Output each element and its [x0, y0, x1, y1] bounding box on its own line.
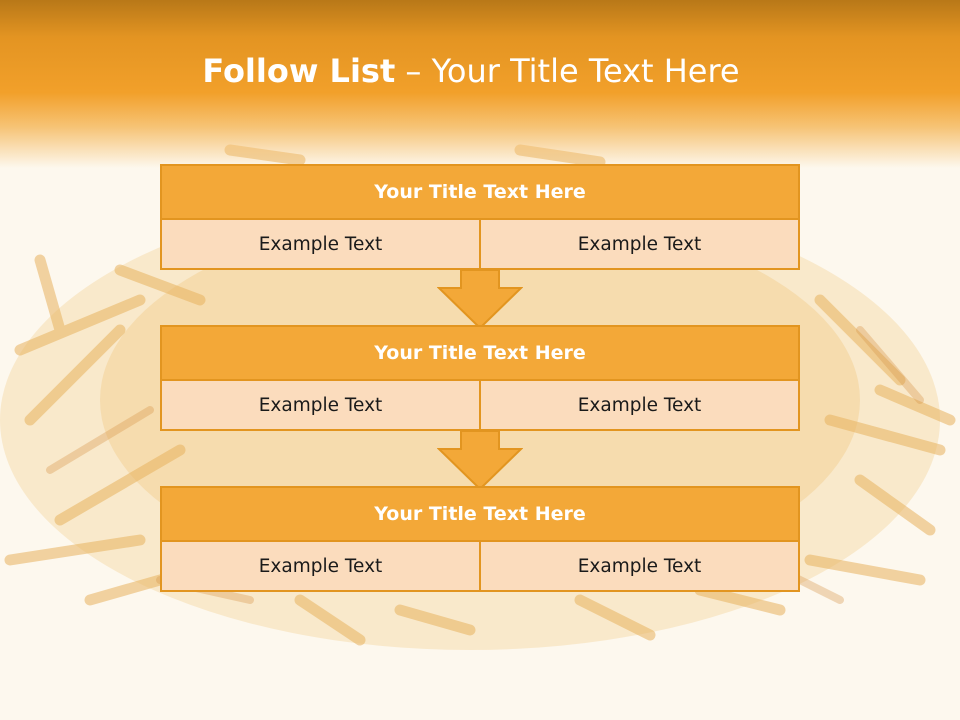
block-row: Example Text Example Text	[160, 220, 800, 270]
block-cell-right: Example Text	[481, 542, 798, 590]
down-arrow-icon	[437, 269, 523, 330]
list-block-3: Your Title Text Here Example Text Exampl…	[160, 486, 800, 592]
list-block-2: Your Title Text Here Example Text Exampl…	[160, 325, 800, 431]
block-cell-left: Example Text	[162, 381, 481, 429]
block-cell-left: Example Text	[162, 542, 481, 590]
list-block-1: Your Title Text Here Example Text Exampl…	[160, 164, 800, 270]
block-title: Your Title Text Here	[160, 486, 800, 542]
slide-title: Follow List – Your Title Text Here	[0, 52, 942, 90]
down-arrow-icon	[437, 430, 523, 491]
block-cell-right: Example Text	[481, 220, 798, 268]
block-row: Example Text Example Text	[160, 381, 800, 431]
header-band	[0, 0, 960, 168]
block-row: Example Text Example Text	[160, 542, 800, 592]
slide-title-rest: – Your Title Text Here	[395, 52, 740, 90]
block-title: Your Title Text Here	[160, 325, 800, 381]
block-cell-left: Example Text	[162, 220, 481, 268]
slide-title-bold: Follow List	[202, 52, 396, 90]
block-cell-right: Example Text	[481, 381, 798, 429]
block-title: Your Title Text Here	[160, 164, 800, 220]
